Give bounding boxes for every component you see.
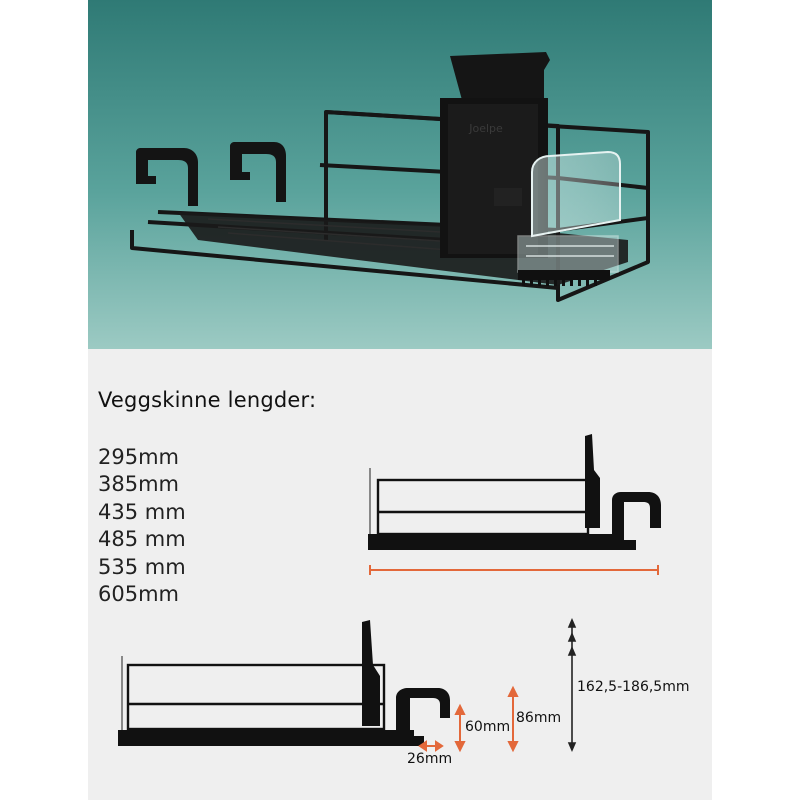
lengths-heading: Veggskinne lengder: <box>98 388 317 412</box>
length-item: 435 mm <box>98 499 186 524</box>
brand-logo: Joelpe <box>468 122 503 135</box>
length-dimension-arrow <box>369 565 659 575</box>
dimension-86mm-arrow <box>507 685 519 753</box>
length-item: 535 mm <box>98 554 186 579</box>
dimension-60mm-arrow <box>454 703 466 753</box>
label-total-height: 162,5-186,5mm <box>577 679 690 695</box>
label-60mm: 60mm <box>465 719 511 735</box>
technical-drawing <box>118 434 661 753</box>
length-item: 385mm <box>98 472 179 497</box>
product-photo: Joelpe <box>88 0 712 349</box>
length-item: 605mm <box>98 582 179 607</box>
product-sheet: Joelpe Veggskinne lengder: 295mm 385mm 4… <box>88 0 712 800</box>
label-26mm: 26mm <box>407 751 453 767</box>
length-item: 295mm <box>98 445 179 469</box>
lengths-list: 295mm 385mm 435 mm 485 mm 535 mm 605mm <box>98 444 186 608</box>
dimension-26mm-arrow <box>418 740 444 752</box>
length-item: 485 mm <box>98 527 186 552</box>
side-view-upper <box>369 468 590 538</box>
label-86mm: 86mm <box>516 710 562 726</box>
dimension-total-height-arrow <box>567 617 577 753</box>
side-view-lower <box>121 656 386 734</box>
